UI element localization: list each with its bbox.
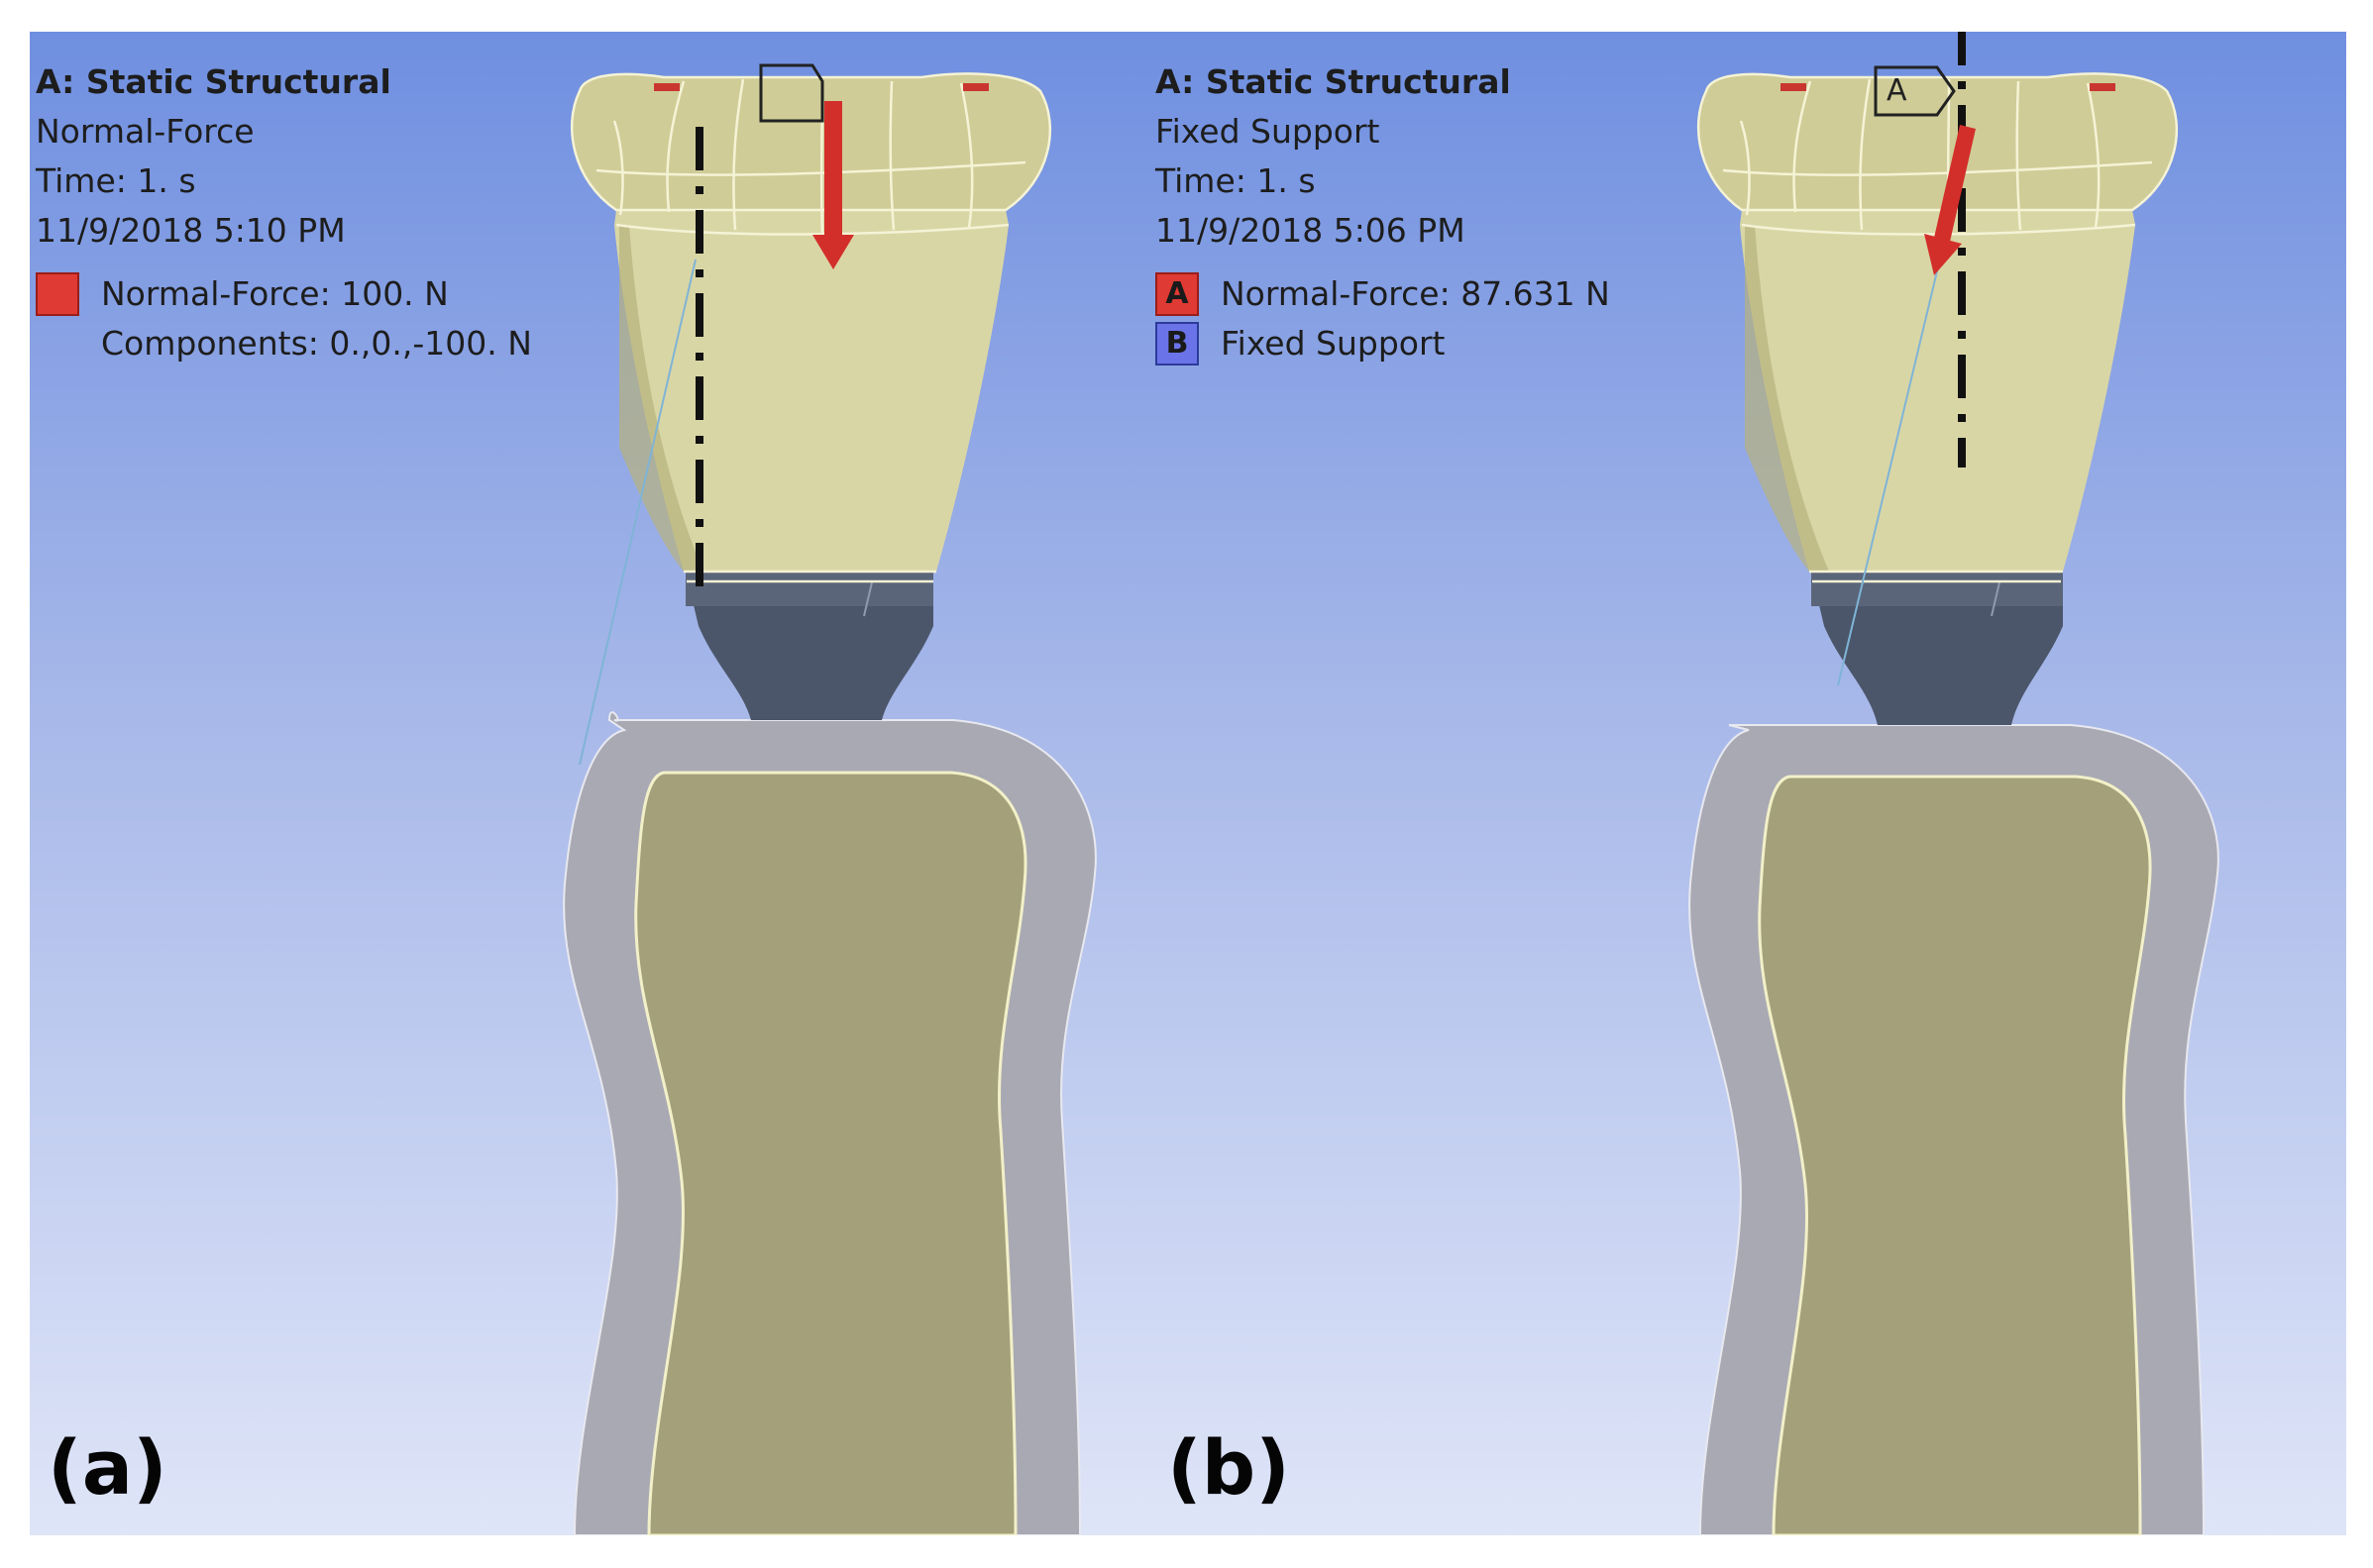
cancellous-bone: [1758, 775, 2152, 1535]
legend-b: A: Static Structural Fixed Support Time:…: [1155, 57, 1610, 368]
model-view: [1688, 32, 2219, 1535]
force-arrow: [1924, 125, 1976, 275]
support-tag-b: B: [1155, 322, 1199, 366]
abutment: [686, 572, 933, 720]
analysis-time: Time: 1. s: [36, 161, 196, 200]
analysis-date: 11/9/2018 5:06 PM: [1155, 211, 1465, 250]
callout-a: [1874, 65, 1956, 117]
figure-label-b: (b): [1167, 1423, 1290, 1512]
panel-a: A: Static Structural Normal-Force Time: …: [30, 32, 1149, 1535]
abutment: [1811, 572, 2063, 725]
legend-item-normal-force: A Normal-Force: 87.631 N: [1155, 269, 1610, 319]
analysis-subtitle: Normal-Force: [36, 112, 255, 151]
force-tag-a: A: [1155, 272, 1199, 316]
model-view: [563, 63, 1097, 1535]
force-swatch: [36, 272, 79, 316]
analysis-subtitle: Fixed Support: [1155, 112, 1380, 151]
force-components: Components: 0.,0.,-100. N: [101, 324, 532, 363]
legend-item-label: Fixed Support: [1221, 324, 1446, 363]
figure-label-a: (a): [48, 1423, 167, 1512]
analysis-date: 11/9/2018 5:10 PM: [36, 211, 346, 250]
legend-item-normal-force: Normal-Force: 100. N: [36, 269, 532, 319]
analysis-title: A: Static Structural: [1155, 62, 1511, 101]
force-arrow: [812, 101, 854, 269]
force-callout: [759, 63, 824, 123]
analysis-time: Time: 1. s: [1155, 161, 1316, 200]
legend-item-fixed-support: B Fixed Support: [1155, 319, 1610, 368]
legend-item-label: Normal-Force: 100. N: [101, 274, 449, 313]
callout-a-label: A: [1887, 73, 1907, 108]
analysis-title: A: Static Structural: [36, 62, 391, 101]
panel-b: A A: Static Structural Fixed Support Tim…: [1149, 32, 2346, 1535]
legend-a: A: Static Structural Normal-Force Time: …: [36, 57, 532, 368]
legend-item-label: Normal-Force: 87.631 N: [1221, 274, 1610, 313]
cancellous-bone: [634, 771, 1027, 1535]
